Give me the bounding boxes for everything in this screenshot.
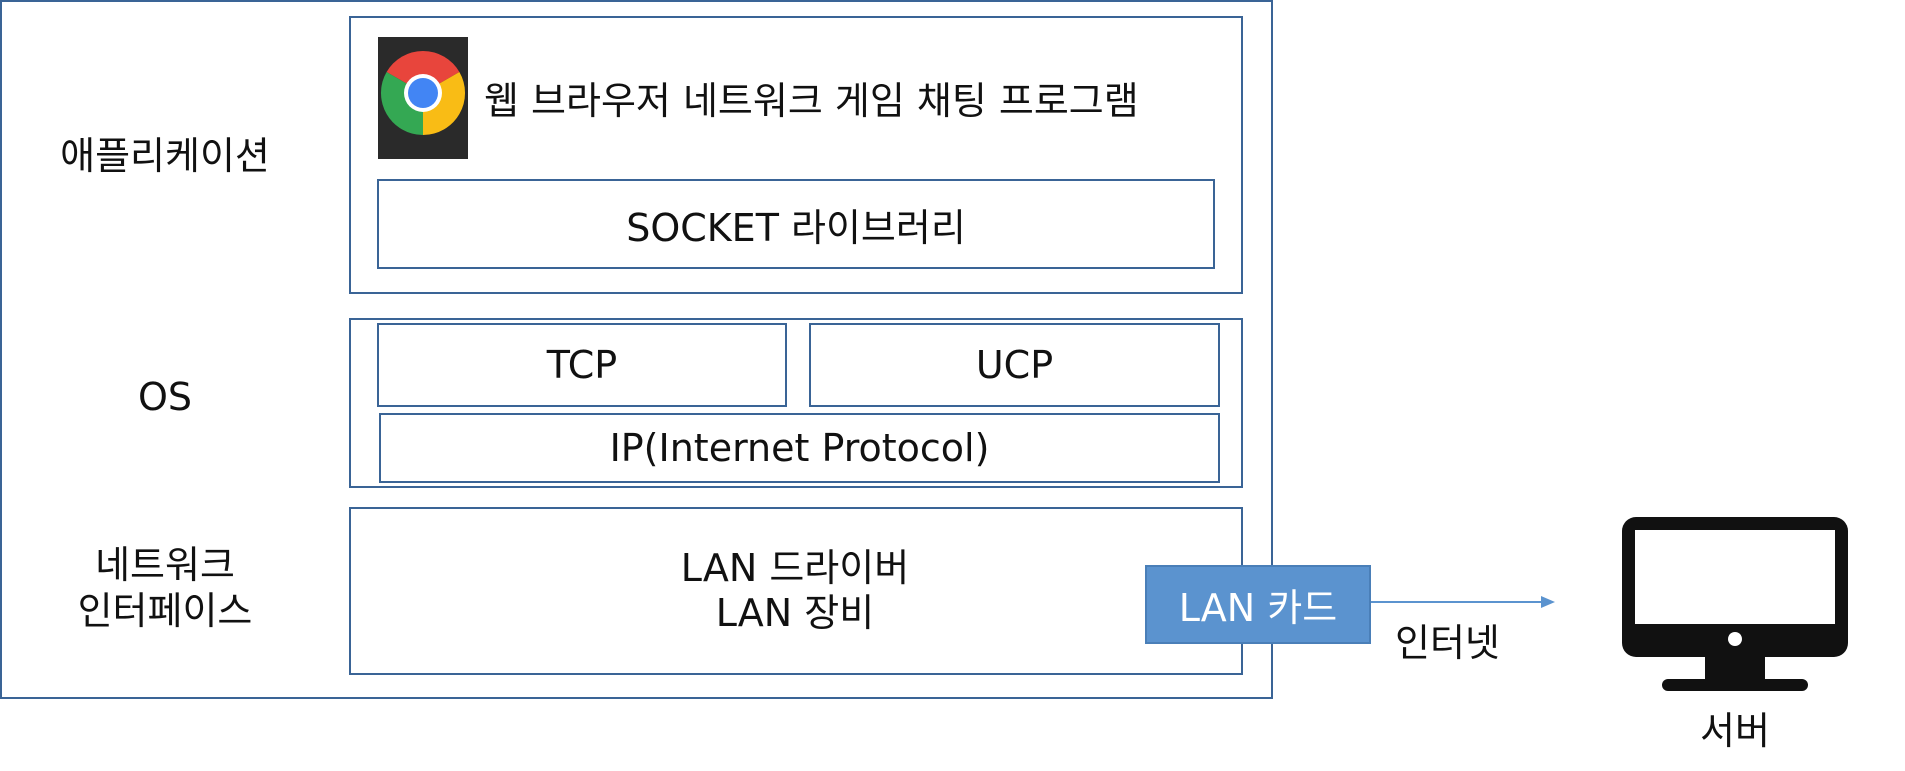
- lan-device-label: LAN 장비: [715, 591, 875, 635]
- tcp-box: TCP: [377, 323, 787, 407]
- socket-library-box: SOCKET 라이브러리: [377, 179, 1215, 269]
- server-label: 서버: [1700, 709, 1770, 753]
- layer-label-application: 애플리케이션: [60, 134, 270, 178]
- monitor-icon: [1622, 517, 1848, 691]
- layer-label-os: OS: [137, 375, 193, 419]
- lan-driver-label: LAN 드라이버: [680, 546, 910, 590]
- chrome-icon: [378, 37, 468, 159]
- lan-card-box: LAN 카드: [1145, 565, 1371, 644]
- ucp-label: UCP: [975, 343, 1054, 387]
- ucp-box: UCP: [809, 323, 1220, 407]
- lan-card-label: LAN 카드: [1178, 586, 1338, 630]
- layer-label-network-line1: 네트워크: [95, 543, 235, 587]
- ip-box: IP(Internet Protocol): [379, 413, 1220, 483]
- internet-label: 인터넷: [1395, 621, 1500, 665]
- apps-label: 웹 브라우저 네트워크 게임 채팅 프로그램: [484, 79, 1139, 123]
- socket-library-label: SOCKET 라이브러리: [626, 205, 966, 250]
- ip-label: IP(Internet Protocol): [609, 426, 990, 470]
- tcp-label: TCP: [546, 343, 618, 387]
- layer-label-network-line2: 인터페이스: [77, 589, 253, 633]
- internet-arrow: [1371, 596, 1555, 608]
- network-layer-box: [349, 507, 1243, 675]
